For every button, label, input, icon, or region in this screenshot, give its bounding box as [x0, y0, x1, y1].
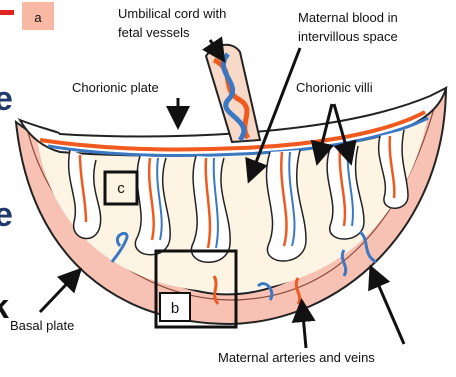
zoom-box-b-label: b: [171, 300, 179, 317]
edge-glyph-2: e: [0, 196, 13, 234]
label-maternal-blood-line1: Maternal blood in: [298, 10, 398, 25]
label-maternal-arteries: Maternal arteries and veins: [218, 350, 375, 365]
label-chorionic-plate: Chorionic plate: [72, 80, 159, 95]
label-basal-plate: Basal plate: [10, 318, 74, 333]
edge-glyph-1: e: [0, 80, 13, 118]
label-umbilical-line1: Umbilical cord with: [118, 6, 226, 21]
zoom-box-c-label: c: [117, 180, 125, 197]
edge-glyph-3: k: [0, 288, 9, 326]
label-chorionic-villi: Chorionic villi: [296, 80, 373, 95]
label-umbilical-line2: fetal vessels: [118, 25, 190, 40]
arrow-maternal-arteries-2: [372, 270, 404, 344]
accent-bar: [0, 10, 14, 15]
panel-letter: a: [34, 10, 42, 25]
arrow-maternal-arteries-1: [302, 304, 306, 348]
label-maternal-blood-line2: intervillous space: [298, 29, 398, 44]
arrow-basal-plate: [40, 272, 78, 312]
